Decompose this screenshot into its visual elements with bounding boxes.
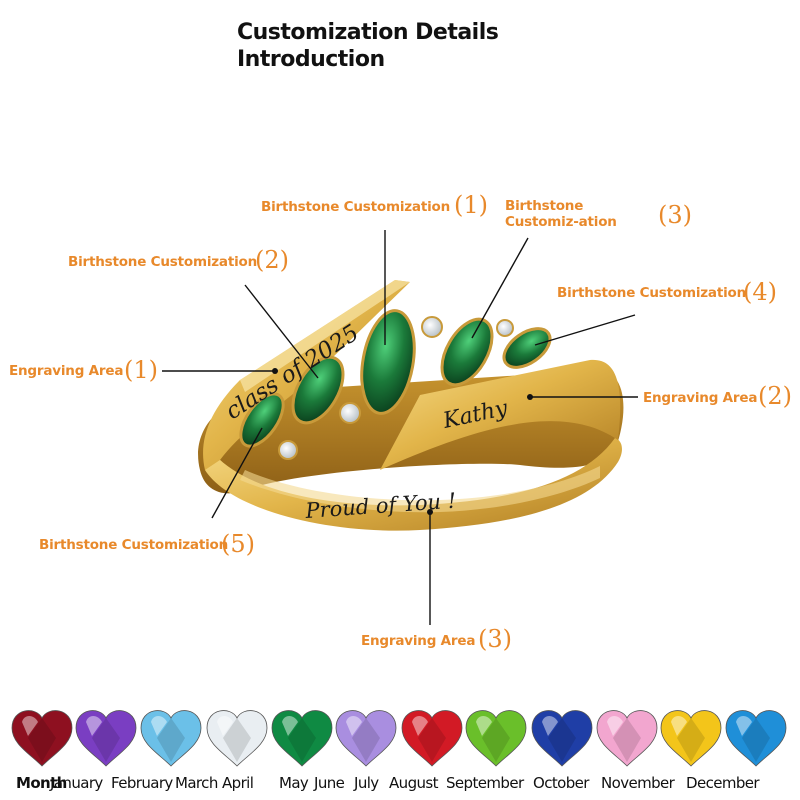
callout-birthstone-3-label: Birthstone Customiz-ation xyxy=(505,198,617,230)
callout-birthstone-4-number: (4) xyxy=(743,278,777,306)
birthstone-heart-june xyxy=(335,710,397,767)
month-july: July xyxy=(354,774,379,792)
birthstone-heart-september xyxy=(531,710,593,767)
month-september: September xyxy=(446,774,524,792)
callout-engraving-1-number: (1) xyxy=(124,356,158,384)
birthstone-heart-august xyxy=(465,710,527,767)
birthstone-heart-december xyxy=(725,710,787,767)
month-february: February xyxy=(111,774,173,792)
title-line-2: Introduction xyxy=(237,47,385,72)
callout-engraving-1-label: Engraving Area xyxy=(9,363,124,379)
month-april: April xyxy=(222,774,254,792)
month-november: November xyxy=(601,774,675,792)
birthstone-heart-february xyxy=(75,710,137,767)
month-january: January xyxy=(50,774,103,792)
callout-lines xyxy=(162,230,638,625)
month-october: October xyxy=(533,774,589,792)
ring-illustration: class of 2025 Kathy Proud of You ! xyxy=(162,230,638,625)
month-december: December xyxy=(686,774,760,792)
callout-birthstone-3-number: (3) xyxy=(658,201,692,229)
birthstone-heart-july xyxy=(401,710,463,767)
callout-birthstone-1-number: (1) xyxy=(454,191,488,219)
title-line-1: Customization Details xyxy=(237,20,499,45)
birthstone-heart-november xyxy=(660,710,722,767)
month-may: May xyxy=(279,774,309,792)
birthstone-palette xyxy=(11,710,787,767)
month-june: June xyxy=(314,774,345,792)
month-march: March xyxy=(175,774,218,792)
callout-birthstone-5-label: Birthstone Customization xyxy=(39,537,228,553)
callout-birthstone-5-number: (5) xyxy=(221,530,255,558)
callout-engraving-3-label: Engraving Area xyxy=(361,633,476,649)
callout-birthstone-2-number: (2) xyxy=(255,246,289,274)
month-header: Month xyxy=(16,774,67,792)
callout-engraving-2-number: (2) xyxy=(758,382,792,410)
callout-birthstone-2-label: Birthstone Customization xyxy=(68,254,257,270)
birthstone-heart-march xyxy=(140,710,202,767)
birthstone-heart-may xyxy=(271,710,333,767)
callout-engraving-2-label: Engraving Area xyxy=(643,390,758,406)
gem-setting xyxy=(239,309,552,460)
callout-engraving-3-number: (3) xyxy=(478,625,512,653)
page-title: Customization Details Introduction xyxy=(237,19,557,73)
birthstone-heart-october xyxy=(596,710,658,767)
callout-birthstone-1-label: Birthstone Customization xyxy=(261,199,450,215)
callout-birthstone-4-label: Birthstone Customization xyxy=(557,285,746,301)
month-august: August xyxy=(389,774,439,792)
ring-front-band xyxy=(205,438,622,531)
birthstone-heart-january xyxy=(11,710,73,767)
birthstone-heart-april xyxy=(206,710,268,767)
ring-right-shoulder xyxy=(380,359,621,470)
